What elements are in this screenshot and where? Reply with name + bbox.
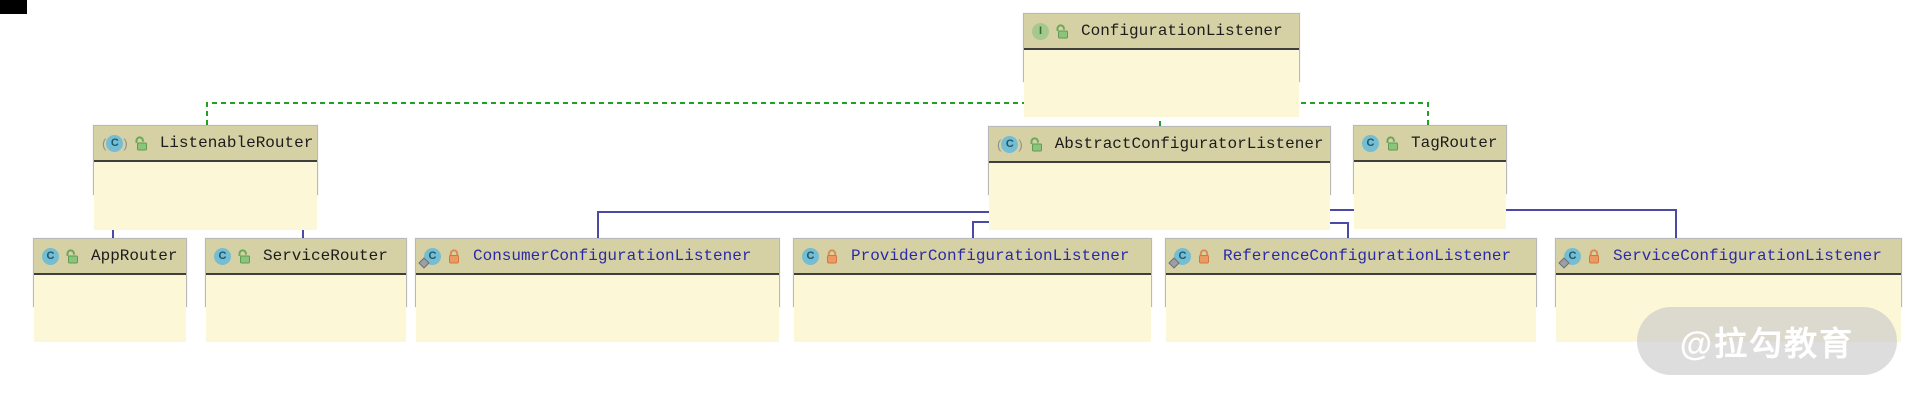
class-icon: C [418,247,441,269]
watermark-text: @拉勾教育 [1679,325,1855,362]
class-node-header[interactable]: ( C ) ConsumerConfigurationListener [416,239,779,275]
class-node-body[interactable] [94,162,317,230]
interface-icon: I [1032,22,1049,40]
screenshot-corner-artifact [0,0,27,14]
class-node-ServiceRouter[interactable]: ( C ) ServiceRouter [205,238,407,342]
class-name-label: TagRouter [1411,134,1498,152]
class-name-label: ReferenceConfigurationListener [1223,247,1512,265]
class-icon: C [802,247,819,265]
class-node-header[interactable]: ( I ) ConfigurationListener [1024,14,1299,50]
watermark-badge: @拉勾教育 [1637,307,1897,375]
class-name-label: ConfigurationListener [1081,22,1283,40]
class-icon: C [1362,134,1379,152]
class-node-header[interactable]: ( C ) ServiceConfigurationListener [1556,239,1901,275]
open-lock-icon [1056,23,1068,38]
class-name-label: AbstractConfiguratorListener [1054,135,1324,153]
class-icon: C [1001,135,1019,153]
open-lock-icon [66,248,78,263]
abstract-open-paren-icon: ( [102,135,107,151]
abstract-close-paren-icon: ) [1018,136,1023,152]
class-icon: C [106,134,124,152]
class-node-body[interactable] [1354,162,1506,229]
open-lock-icon [135,135,147,150]
class-name-label: ProviderConfigurationListener [851,247,1130,265]
class-icon: C [42,247,59,265]
abstract-close-paren-icon: ) [123,135,128,151]
class-icon: C [1558,247,1581,269]
class-icon: C [214,247,231,265]
class-node-header[interactable]: ( C ) ServiceRouter [206,239,406,275]
closed-lock-icon [449,248,459,263]
abstract-open-paren-icon: ( [997,136,1002,152]
open-lock-icon [1030,136,1042,151]
class-node-ProviderConfigurationListener[interactable]: ( C ) ProviderConfigurationListener [793,238,1152,342]
class-node-AppRouter[interactable]: ( C ) AppRouter [33,238,187,342]
class-node-ConsumerConfigurationListener[interactable]: ( C ) ConsumerConfigurationListener [415,238,780,342]
class-node-header[interactable]: ( C ) ReferenceConfigurationListener [1166,239,1536,275]
class-node-header[interactable]: ( C ) TagRouter [1354,126,1506,162]
class-node-body[interactable] [1166,275,1536,342]
class-node-body[interactable] [989,163,1330,230]
class-node-ReferenceConfigurationListener[interactable]: ( C ) ReferenceConfigurationListener [1165,238,1537,342]
class-node-header[interactable]: ( C ) ProviderConfigurationListener [794,239,1151,275]
class-node-header[interactable]: ( C ) AppRouter [34,239,186,275]
closed-lock-icon [1589,248,1599,263]
edge-ListenableRouter-to-ConfigurationListener-implements [206,82,1075,125]
class-node-body[interactable] [206,275,406,342]
class-name-label: AppRouter [91,247,178,265]
class-icon: C [1168,247,1191,269]
class-node-header[interactable]: ( C ) AbstractConfiguratorListener [989,127,1330,163]
class-node-AbstractConfiguratorListener[interactable]: ( C ) AbstractConfiguratorListener [988,126,1331,230]
class-name-label: ConsumerConfigurationListener [473,247,752,265]
open-lock-icon [238,248,250,263]
class-node-TagRouter[interactable]: ( C ) TagRouter [1353,125,1507,229]
edge-ConsumerConfigurationListener-to-AbstractConfiguratorListener-extends [597,195,1037,238]
class-name-label: ListenableRouter [159,134,314,152]
class-node-ConfigurationListener[interactable]: ( I ) ConfigurationListener [1023,13,1300,117]
class-node-body[interactable] [1024,50,1299,117]
class-node-body[interactable] [416,275,779,342]
open-lock-icon [1386,135,1398,150]
class-node-body[interactable] [794,275,1151,342]
class-name-label: ServiceRouter [263,247,388,265]
class-node-body[interactable] [34,275,186,342]
closed-lock-icon [827,248,837,263]
class-node-ListenableRouter[interactable]: ( C ) ListenableRouter [93,125,318,230]
class-node-header[interactable]: ( C ) ListenableRouter [94,126,317,162]
class-node-ServiceConfigurationListener[interactable]: ( C ) ServiceConfigurationListener [1555,238,1902,342]
closed-lock-icon [1199,248,1209,263]
class-name-label: ServiceConfigurationListener [1613,247,1882,265]
